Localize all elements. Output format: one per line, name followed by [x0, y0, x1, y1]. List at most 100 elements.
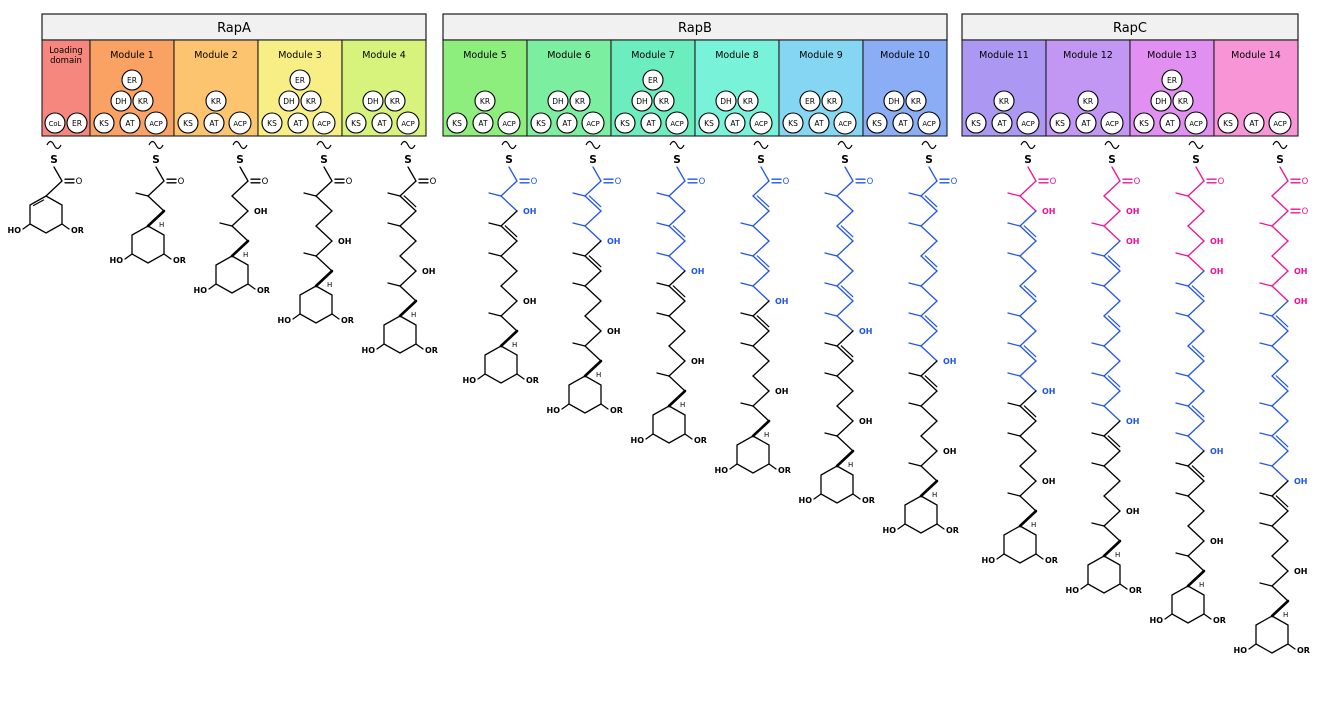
stereo-hydrogen-label: H: [159, 221, 164, 229]
bond: [1271, 480, 1289, 497]
bond: [584, 240, 602, 257]
domain-dh-circle: [631, 90, 653, 112]
domain-kr-circle: [737, 90, 759, 112]
domain-at-circle: [1159, 112, 1181, 134]
domain-at-circle: [1075, 112, 1097, 134]
domain-kr-circle: [569, 90, 591, 112]
hydroxyl-label: OH: [775, 297, 789, 306]
bond: [836, 240, 854, 257]
hydroxyl-label: OH: [859, 327, 873, 336]
methyl-branch: [488, 222, 502, 227]
bond: [676, 166, 686, 182]
stereo-hydrogen-label: H: [243, 251, 248, 259]
sulfur-atom-label: S: [1024, 154, 1032, 166]
domain-acp-label: ACP: [754, 120, 767, 128]
bond: [844, 166, 854, 182]
domain-kr-circle: [132, 90, 154, 112]
methyl-branch: [1091, 522, 1105, 527]
domain-er-circle: [1161, 69, 1183, 91]
domain-at-label: AT: [1165, 119, 1175, 128]
double-bond: [1023, 285, 1037, 298]
stereo-hydrogen-label: H: [327, 281, 332, 289]
bond: [1187, 540, 1205, 557]
methyl-branch: [1091, 432, 1105, 437]
domain-acp-circle: [1184, 111, 1208, 135]
bond: [1271, 390, 1289, 407]
domain-ks-label: KS: [872, 119, 882, 128]
methyl-branch: [1259, 432, 1273, 437]
bond: [1187, 240, 1205, 257]
methyl-branch: [740, 252, 754, 257]
bond: [752, 180, 770, 197]
domain-at-label: AT: [1249, 119, 1259, 128]
sulfur-atom-label: S: [1108, 154, 1116, 166]
methyl-branch: [1091, 282, 1105, 287]
stereo-hydrogen-label: H: [1283, 611, 1288, 619]
bond: [1103, 210, 1121, 227]
hydroxyl-label: OH: [1042, 387, 1056, 396]
bond: [1271, 570, 1289, 587]
stereo-hydrogen-label: H: [1115, 551, 1120, 559]
methyl-branch: [1175, 462, 1189, 467]
bond: [1103, 525, 1121, 542]
double-bond: [756, 255, 770, 268]
domain-acp-circle: [312, 111, 336, 135]
bond: [1271, 240, 1289, 257]
methyl-branch: [1091, 402, 1105, 407]
bond: [376, 343, 385, 350]
bond: [836, 405, 854, 422]
module-label: Module 4: [362, 50, 406, 61]
double-bond: [1275, 315, 1289, 328]
methyl-branch: [1175, 192, 1189, 197]
hydroxyl-label: OH: [1294, 477, 1308, 486]
domain-at-label: AT: [562, 119, 572, 128]
bond: [1019, 330, 1037, 347]
bond: [1103, 405, 1121, 422]
bond: [1248, 643, 1257, 650]
bond: [836, 210, 854, 227]
bond: [752, 360, 770, 377]
domain-at-circle: [203, 112, 225, 134]
cyclohexane-ring: [215, 255, 249, 294]
bond: [500, 315, 518, 332]
stereo-wedge-bond: [314, 269, 334, 288]
methyl-branch: [572, 342, 586, 347]
stereo-wedge-bond: [1018, 509, 1038, 528]
ring-or-label: OR: [1045, 556, 1058, 565]
phosphopantetheine-arm: [1104, 140, 1120, 150]
bond: [1103, 390, 1121, 407]
domain-er-label: ER: [648, 76, 658, 85]
sulfur-atom-label: S: [152, 154, 160, 166]
bond: [1019, 480, 1037, 497]
bond: [315, 210, 333, 227]
methyl-branch: [572, 222, 586, 227]
domain-at-label: AT: [125, 119, 135, 128]
bond: [852, 493, 861, 500]
hydroxyl-label: OH: [859, 417, 873, 426]
bond: [1103, 255, 1121, 272]
methyl-branch: [488, 252, 502, 257]
methyl-branch: [1007, 312, 1021, 317]
bond: [836, 345, 854, 362]
ketone-oxygen-label: O: [951, 177, 958, 187]
double-bond: [840, 225, 854, 238]
domain-ks-label: KS: [183, 119, 193, 128]
domain-ks-circle: [782, 112, 804, 134]
bond: [1187, 390, 1205, 407]
bond: [1019, 285, 1037, 302]
ketone-oxygen-label: O: [262, 177, 269, 187]
domain-acp-label: ACP: [317, 120, 330, 128]
domain-ks-label: KS: [971, 119, 981, 128]
bond: [668, 285, 686, 302]
bond: [1187, 300, 1205, 317]
domain-at-circle: [119, 112, 141, 134]
methyl-branch: [908, 342, 922, 347]
double-bond: [1275, 495, 1289, 508]
bond: [331, 313, 340, 320]
domain-ks-label: KS: [620, 119, 630, 128]
ring-or-label: OR: [1297, 646, 1310, 655]
